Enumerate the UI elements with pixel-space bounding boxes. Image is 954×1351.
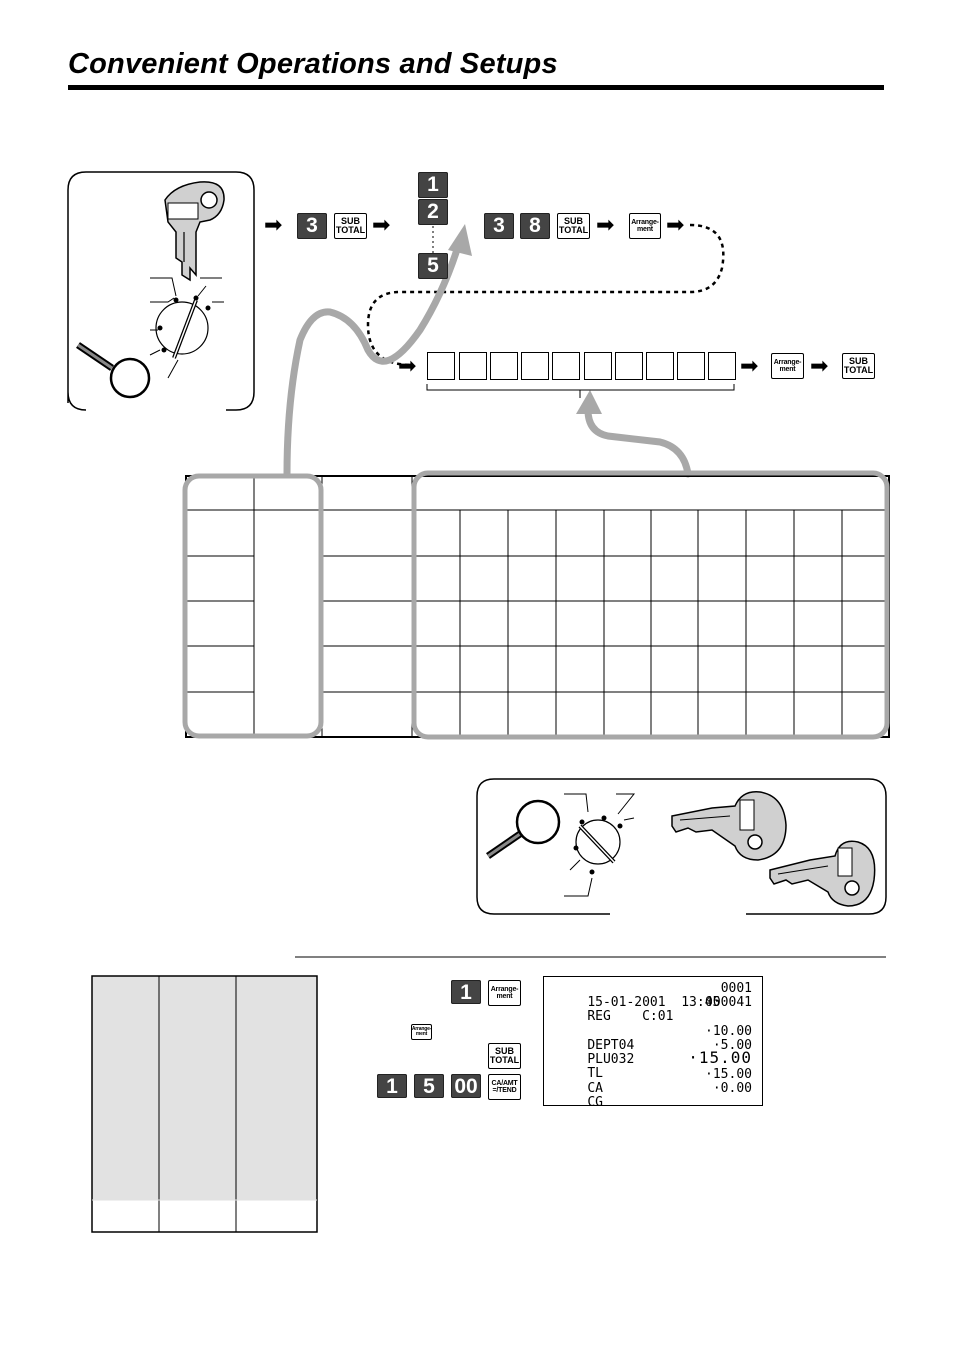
mode-dial-icon-2	[564, 793, 636, 897]
receipt-row-label: CG	[587, 1095, 603, 1111]
key-icon-3	[769, 840, 876, 907]
mode-switch-panel	[67, 171, 255, 411]
example-table	[91, 975, 318, 1233]
receipt-total-value: ·15.00	[688, 1048, 752, 1067]
digit-box	[521, 352, 549, 380]
receipt: 15-01-2001 13:45 0001 REG C:01 000041 DE…	[543, 976, 763, 1110]
arrangement-key[interactable]: Arrange- ment	[771, 353, 804, 379]
receipt-header-line-1: 15-01-2001 13:45 0001	[556, 981, 752, 1040]
receipt-row: CA ·15.00	[556, 1067, 752, 1126]
arrangement-key[interactable]: Arrange- ment	[629, 213, 661, 239]
digit-box	[615, 352, 643, 380]
table-highlight-right	[411, 470, 890, 740]
right-arrow-icon: ➡	[264, 212, 283, 237]
table-highlight-left	[182, 473, 324, 739]
magnifier-icon-2	[486, 799, 561, 859]
right-arrow-icon: ➡	[810, 353, 829, 378]
digit-box	[552, 352, 580, 380]
digit-box	[490, 352, 518, 380]
arrangement-key-small[interactable]: Arrange- ment	[411, 1024, 432, 1040]
key-00[interactable]: 00	[451, 1074, 481, 1098]
key-icon-2	[671, 791, 787, 861]
receipt-row-value: ·15.00	[705, 1067, 752, 1082]
receipt-row-value: ·0.00	[712, 1081, 752, 1096]
digit-box	[677, 352, 705, 380]
key-1[interactable]: 1	[418, 172, 448, 198]
ca-amt-tend-key[interactable]: CA/AMT =/TEND	[488, 1074, 521, 1100]
digit-box	[646, 352, 674, 380]
subtotal-key[interactable]: SUB TOTAL	[842, 353, 875, 379]
digit-box	[459, 352, 487, 380]
receipt-row-label: CA	[587, 1081, 603, 1097]
page-title: Convenient Operations and Setups	[68, 48, 558, 80]
flow-arrow-left-head	[448, 224, 472, 256]
key-5[interactable]: 5	[414, 1074, 444, 1098]
receipt-row-value: ·10.00	[705, 1024, 752, 1039]
receipt-row: CG ·0.00	[556, 1081, 752, 1140]
receipt-consecutive-no: 0001	[720, 981, 752, 996]
receipt-machine-no: 000041	[705, 995, 752, 1010]
right-arrow-icon: ➡	[596, 212, 615, 237]
key-1[interactable]: 1	[451, 980, 481, 1004]
receipt-row-value: ·5.00	[712, 1038, 752, 1053]
digit-box	[708, 352, 736, 380]
subtotal-key[interactable]: SUB TOTAL	[334, 213, 367, 239]
magnifier-icon	[76, 342, 151, 399]
receipt-row: TL ·15.00	[556, 1048, 752, 1111]
receipt-row: DEPT04 ·10.00	[556, 1024, 752, 1083]
flow-arrow-left	[283, 236, 464, 478]
digit-bracket	[426, 384, 735, 398]
title-rule	[68, 85, 884, 90]
flow-arrow-right-head	[576, 390, 602, 414]
right-arrow-icon: ➡	[666, 212, 685, 237]
subtotal-key[interactable]: SUB TOTAL	[488, 1043, 521, 1069]
right-arrow-icon: ➡	[740, 353, 759, 378]
receipt-mode-clerk: REG C:01	[587, 1009, 674, 1025]
receipt-row-label: TL	[587, 1066, 603, 1082]
key-panel	[476, 778, 887, 915]
dotted-flow-path	[366, 223, 725, 367]
right-arrow-icon: ➡	[372, 212, 391, 237]
right-arrow-icon: ➡	[398, 353, 417, 378]
key-5[interactable]: 5	[418, 253, 448, 279]
flow-arrow-right	[584, 406, 692, 478]
key-1[interactable]: 1	[377, 1074, 407, 1098]
arrangement-key[interactable]: Arrange- ment	[488, 980, 521, 1006]
receipt-row-label: DEPT04	[587, 1038, 635, 1054]
key-3[interactable]: 3	[297, 213, 327, 239]
subtotal-key[interactable]: SUB TOTAL	[557, 213, 590, 239]
receipt-row-label: PLU032	[587, 1052, 635, 1068]
mode-dial-icon	[149, 277, 224, 379]
key-2[interactable]: 2	[418, 199, 448, 225]
receipt-date-time: 15-01-2001 13:45	[587, 995, 721, 1011]
key-3[interactable]: 3	[484, 213, 514, 239]
key-8[interactable]: 8	[520, 213, 550, 239]
program-table	[185, 475, 890, 738]
digit-box	[427, 352, 455, 380]
digit-box	[584, 352, 612, 380]
receipt-row: PLU032 ·5.00	[556, 1038, 752, 1097]
key-icon	[164, 181, 225, 282]
receipt-header-line-2: REG C:01 000041	[556, 995, 752, 1054]
